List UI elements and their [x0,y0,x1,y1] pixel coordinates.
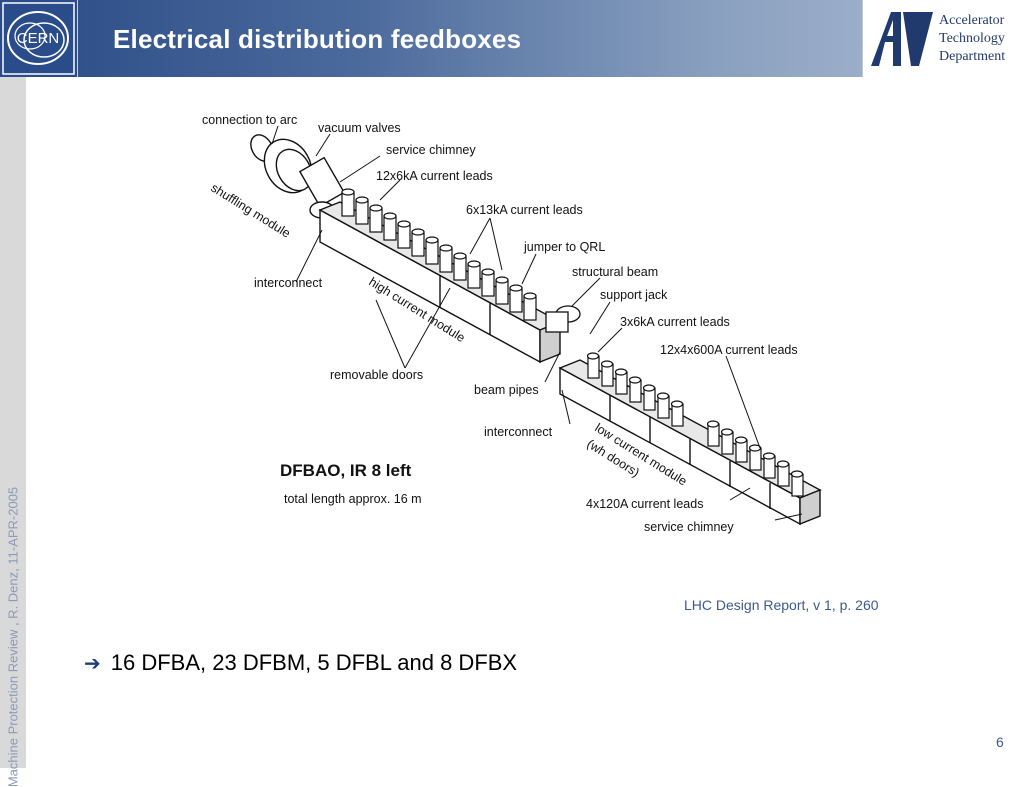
label-vacuum-valves: vacuum valves [318,121,401,135]
page-title: Electrical distribution feedboxes [113,24,522,54]
label-6x13ka-leads: 6x13kA current leads [466,203,583,217]
department-line-3: Department [939,49,1006,64]
label-jumper-to-qrl: jumper to QRL [523,240,605,254]
footer-vertical-text: Machine Protection Review , R. Denz, 11-… [5,486,21,787]
label-3x6ka-leads: 3x6kA current leads [620,315,730,329]
atd-logo-icon [871,12,933,66]
label-interconnect-bottom: interconnect [484,425,553,439]
leader-lines [271,125,803,521]
bullet-item: ➔ 16 DFBA, 23 DFBM, 5 DFBL and 8 DFBX [84,650,517,676]
connection-module-drawing [250,134,346,219]
sidebar: Machine Protection Review , R. Denz, 11-… [0,77,26,787]
atd-logo: Accelerator Technology Department [862,0,1024,77]
label-interconnect-left: interconnect [254,276,323,290]
high-current-leads-drawing [341,188,537,321]
department-line-1: Accelerator [939,13,1005,28]
page-number: 6 [996,734,1004,750]
department-line-2: Technology [939,31,1005,46]
label-service-chimney-top: service chimney [386,143,476,157]
cern-logo-text: CERN [17,30,60,47]
label-shuffling-module: shuffling module [208,181,292,241]
diagram-caption-subtitle: total length approx. 16 m [284,492,422,506]
source-credit: LHC Design Report, v 1, p. 260 [684,597,879,613]
diagram-caption-title: DFBAO, IR 8 left [280,461,412,480]
arrow-right-icon: ➔ [84,653,101,675]
slide-header: CERN Electrical distribution feedboxes A… [0,0,1024,77]
cern-logo: CERN [0,0,78,77]
cern-logo-icon: CERN [2,2,75,75]
label-4x120a-leads: 4x120A current leads [586,497,703,511]
label-12x6ka-leads: 12x6kA current leads [376,169,493,183]
label-12x4x600a-leads: 12x4x600A current leads [660,343,798,357]
low-current-leads-drawing [586,352,804,497]
jumper-drawing [545,305,581,333]
label-support-jack: support jack [600,288,668,302]
label-beam-pipes: beam pipes [474,383,539,397]
high-current-module-drawing [318,201,562,364]
label-structural-beam: structural beam [572,265,658,279]
feedbox-diagram: connection to arc vacuum valves service … [202,113,822,534]
label-connection-to-arc: connection to arc [202,113,297,127]
department-name: Accelerator Technology Department [939,12,1005,66]
label-removable-doors: removable doors [330,368,423,382]
label-service-chimney-bottom: service chimney [644,520,734,534]
bullet-text: 16 DFBA, 23 DFBM, 5 DFBL and 8 DFBX [110,650,518,675]
